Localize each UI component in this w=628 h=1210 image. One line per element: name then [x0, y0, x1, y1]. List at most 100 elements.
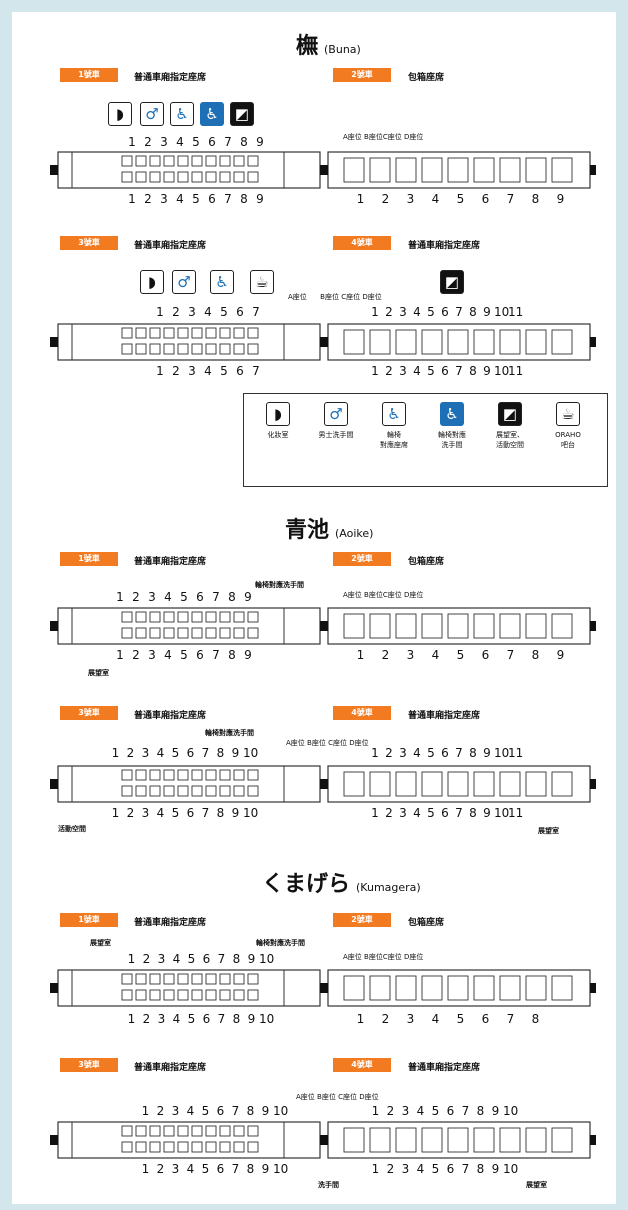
seat-number: 6	[208, 192, 216, 206]
seat-number: 4	[156, 746, 165, 760]
seat	[247, 973, 259, 985]
seat	[205, 973, 217, 985]
seat	[233, 785, 245, 797]
seat	[135, 611, 147, 623]
seat	[233, 171, 245, 183]
seat-number: 4	[413, 746, 421, 760]
kumagera-car3-type: 普通車廂指定座席	[134, 1063, 207, 1073]
aoike-car3-type: 普通車廂指定座席	[134, 711, 207, 721]
car-body	[327, 323, 591, 361]
seat-number: 9	[256, 192, 264, 206]
seat	[135, 1141, 147, 1153]
seat	[247, 627, 259, 639]
aoike-observation-note: 展望室	[88, 669, 109, 677]
seat	[233, 627, 245, 639]
coupler	[320, 1135, 328, 1145]
seat-number: 3	[406, 1012, 415, 1026]
seat-number: 8	[531, 192, 540, 206]
seat-number: 8	[469, 806, 477, 820]
seat-number: 9	[244, 590, 252, 604]
compartment	[369, 613, 391, 639]
seat	[121, 1141, 133, 1153]
seat-number: 2	[381, 192, 390, 206]
seat	[149, 989, 161, 1001]
seat-number: 1	[371, 1104, 380, 1118]
compartment	[343, 329, 365, 355]
seat-number: 4	[431, 1012, 440, 1026]
seat-number: 9	[556, 648, 565, 662]
seat	[163, 973, 175, 985]
compartment	[525, 1127, 547, 1153]
seat	[121, 989, 133, 1001]
seat-number: 4	[204, 305, 212, 319]
aoike-car2-seat-labels: A座位 B座位C座位 D座位	[343, 591, 424, 599]
seat-number: 3	[157, 1012, 166, 1026]
compartment	[369, 1127, 391, 1153]
seat-number: 9	[247, 1012, 256, 1026]
seat-number: 6	[236, 364, 244, 378]
car-body	[57, 323, 321, 361]
seat-number: 8	[228, 590, 236, 604]
coupler	[590, 983, 596, 993]
compartment	[447, 613, 469, 639]
seat-number: 11	[508, 364, 524, 378]
wheelchair-seat-icon: ♿	[210, 270, 234, 294]
seat	[149, 343, 161, 355]
seat-number: 2	[132, 590, 140, 604]
seat-number: 10	[243, 746, 259, 760]
seat-number: 8	[469, 364, 477, 378]
seat-number: 3	[401, 1104, 410, 1118]
seat-number: 4	[176, 192, 184, 206]
seat-number: 1	[111, 746, 120, 760]
seat-number: 1	[356, 192, 365, 206]
seat	[219, 973, 231, 985]
seat-number: 1	[356, 648, 365, 662]
seat-number: 5	[201, 1104, 210, 1118]
seat	[247, 1141, 259, 1153]
seat	[233, 769, 245, 781]
kumagera-train-row2	[50, 1121, 596, 1159]
seat-number: 8	[476, 1104, 485, 1118]
aoike-logo: 青池	[285, 517, 330, 543]
seat	[135, 171, 147, 183]
compartment	[473, 613, 495, 639]
buna-car1-type: 普通車廂指定座席	[134, 73, 207, 83]
compartment	[395, 329, 417, 355]
seat-number: 5	[201, 1162, 210, 1176]
compartment	[525, 975, 547, 1001]
seat	[191, 627, 203, 639]
seat-number: 2	[142, 952, 151, 966]
seat-number: 3	[406, 192, 415, 206]
seat-number: 7	[217, 952, 226, 966]
seat	[149, 769, 161, 781]
seat-number: 3	[141, 746, 150, 760]
seat-number: 3	[406, 648, 415, 662]
seat-number: 9	[483, 806, 491, 820]
seat	[247, 171, 259, 183]
coupler	[320, 983, 328, 993]
compartment	[551, 771, 573, 797]
seat-number: 4	[172, 952, 181, 966]
seat-number: 2	[381, 648, 390, 662]
seat-number: 8	[232, 1012, 241, 1026]
car-body	[57, 151, 321, 189]
seat	[135, 769, 147, 781]
seat	[191, 989, 203, 1001]
seat	[219, 627, 231, 639]
kumagera-washroom-note: 洗手間	[318, 1181, 339, 1189]
seat-number: 3	[141, 806, 150, 820]
seat	[163, 627, 175, 639]
seat	[177, 973, 189, 985]
seat-number: 6	[446, 1104, 455, 1118]
buna-car1-badge: 1號車	[60, 68, 118, 82]
legend-label: 男士洗手間	[318, 431, 354, 439]
seat	[149, 327, 161, 339]
seat-number: 4	[413, 364, 421, 378]
seat-number: 5	[431, 1104, 440, 1118]
kumagera-train-row1	[50, 969, 596, 1007]
seat-number: 6	[202, 952, 211, 966]
